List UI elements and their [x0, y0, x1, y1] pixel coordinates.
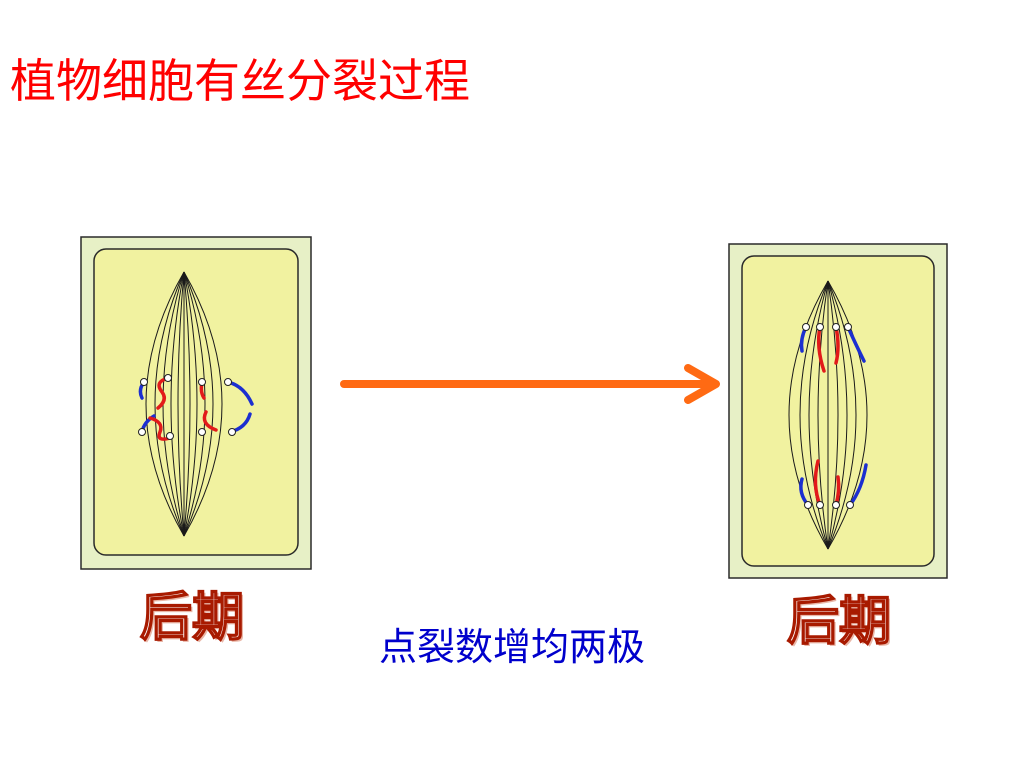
spindle-fibers [788, 280, 868, 550]
cell-illustration-right [728, 243, 948, 579]
slide-caption: 点裂数增均两极 [379, 625, 646, 669]
cell-illustration-left [80, 236, 312, 570]
cell-diagram-right [728, 243, 948, 579]
stage-label-left: 后期 [139, 587, 245, 648]
arrow-right-icon [340, 364, 720, 404]
cytoplasm [93, 248, 299, 556]
cell-diagram-left [80, 236, 312, 570]
stage-label-right: 后期 [786, 591, 892, 652]
centromeres [138, 374, 236, 440]
slide-title: 植物细胞有丝分裂过程 [10, 54, 470, 108]
centromeres [802, 323, 854, 509]
